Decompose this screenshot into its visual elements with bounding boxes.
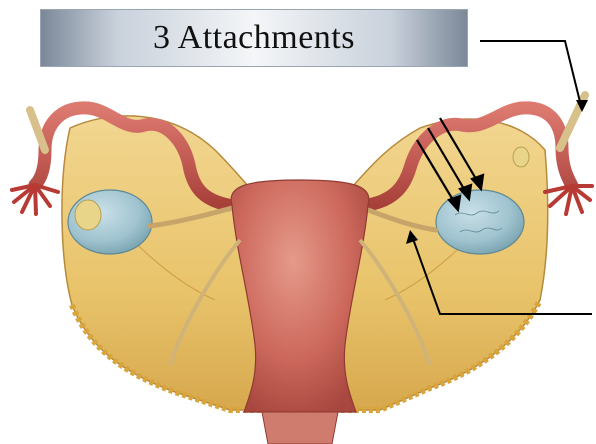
cervix xyxy=(262,412,338,444)
left-ovary-follicle xyxy=(75,200,101,230)
right-ovary-follicle xyxy=(513,147,529,167)
right-fimbriae xyxy=(545,186,592,214)
leader-line-top xyxy=(480,41,582,110)
left-fimbriae xyxy=(12,185,58,214)
